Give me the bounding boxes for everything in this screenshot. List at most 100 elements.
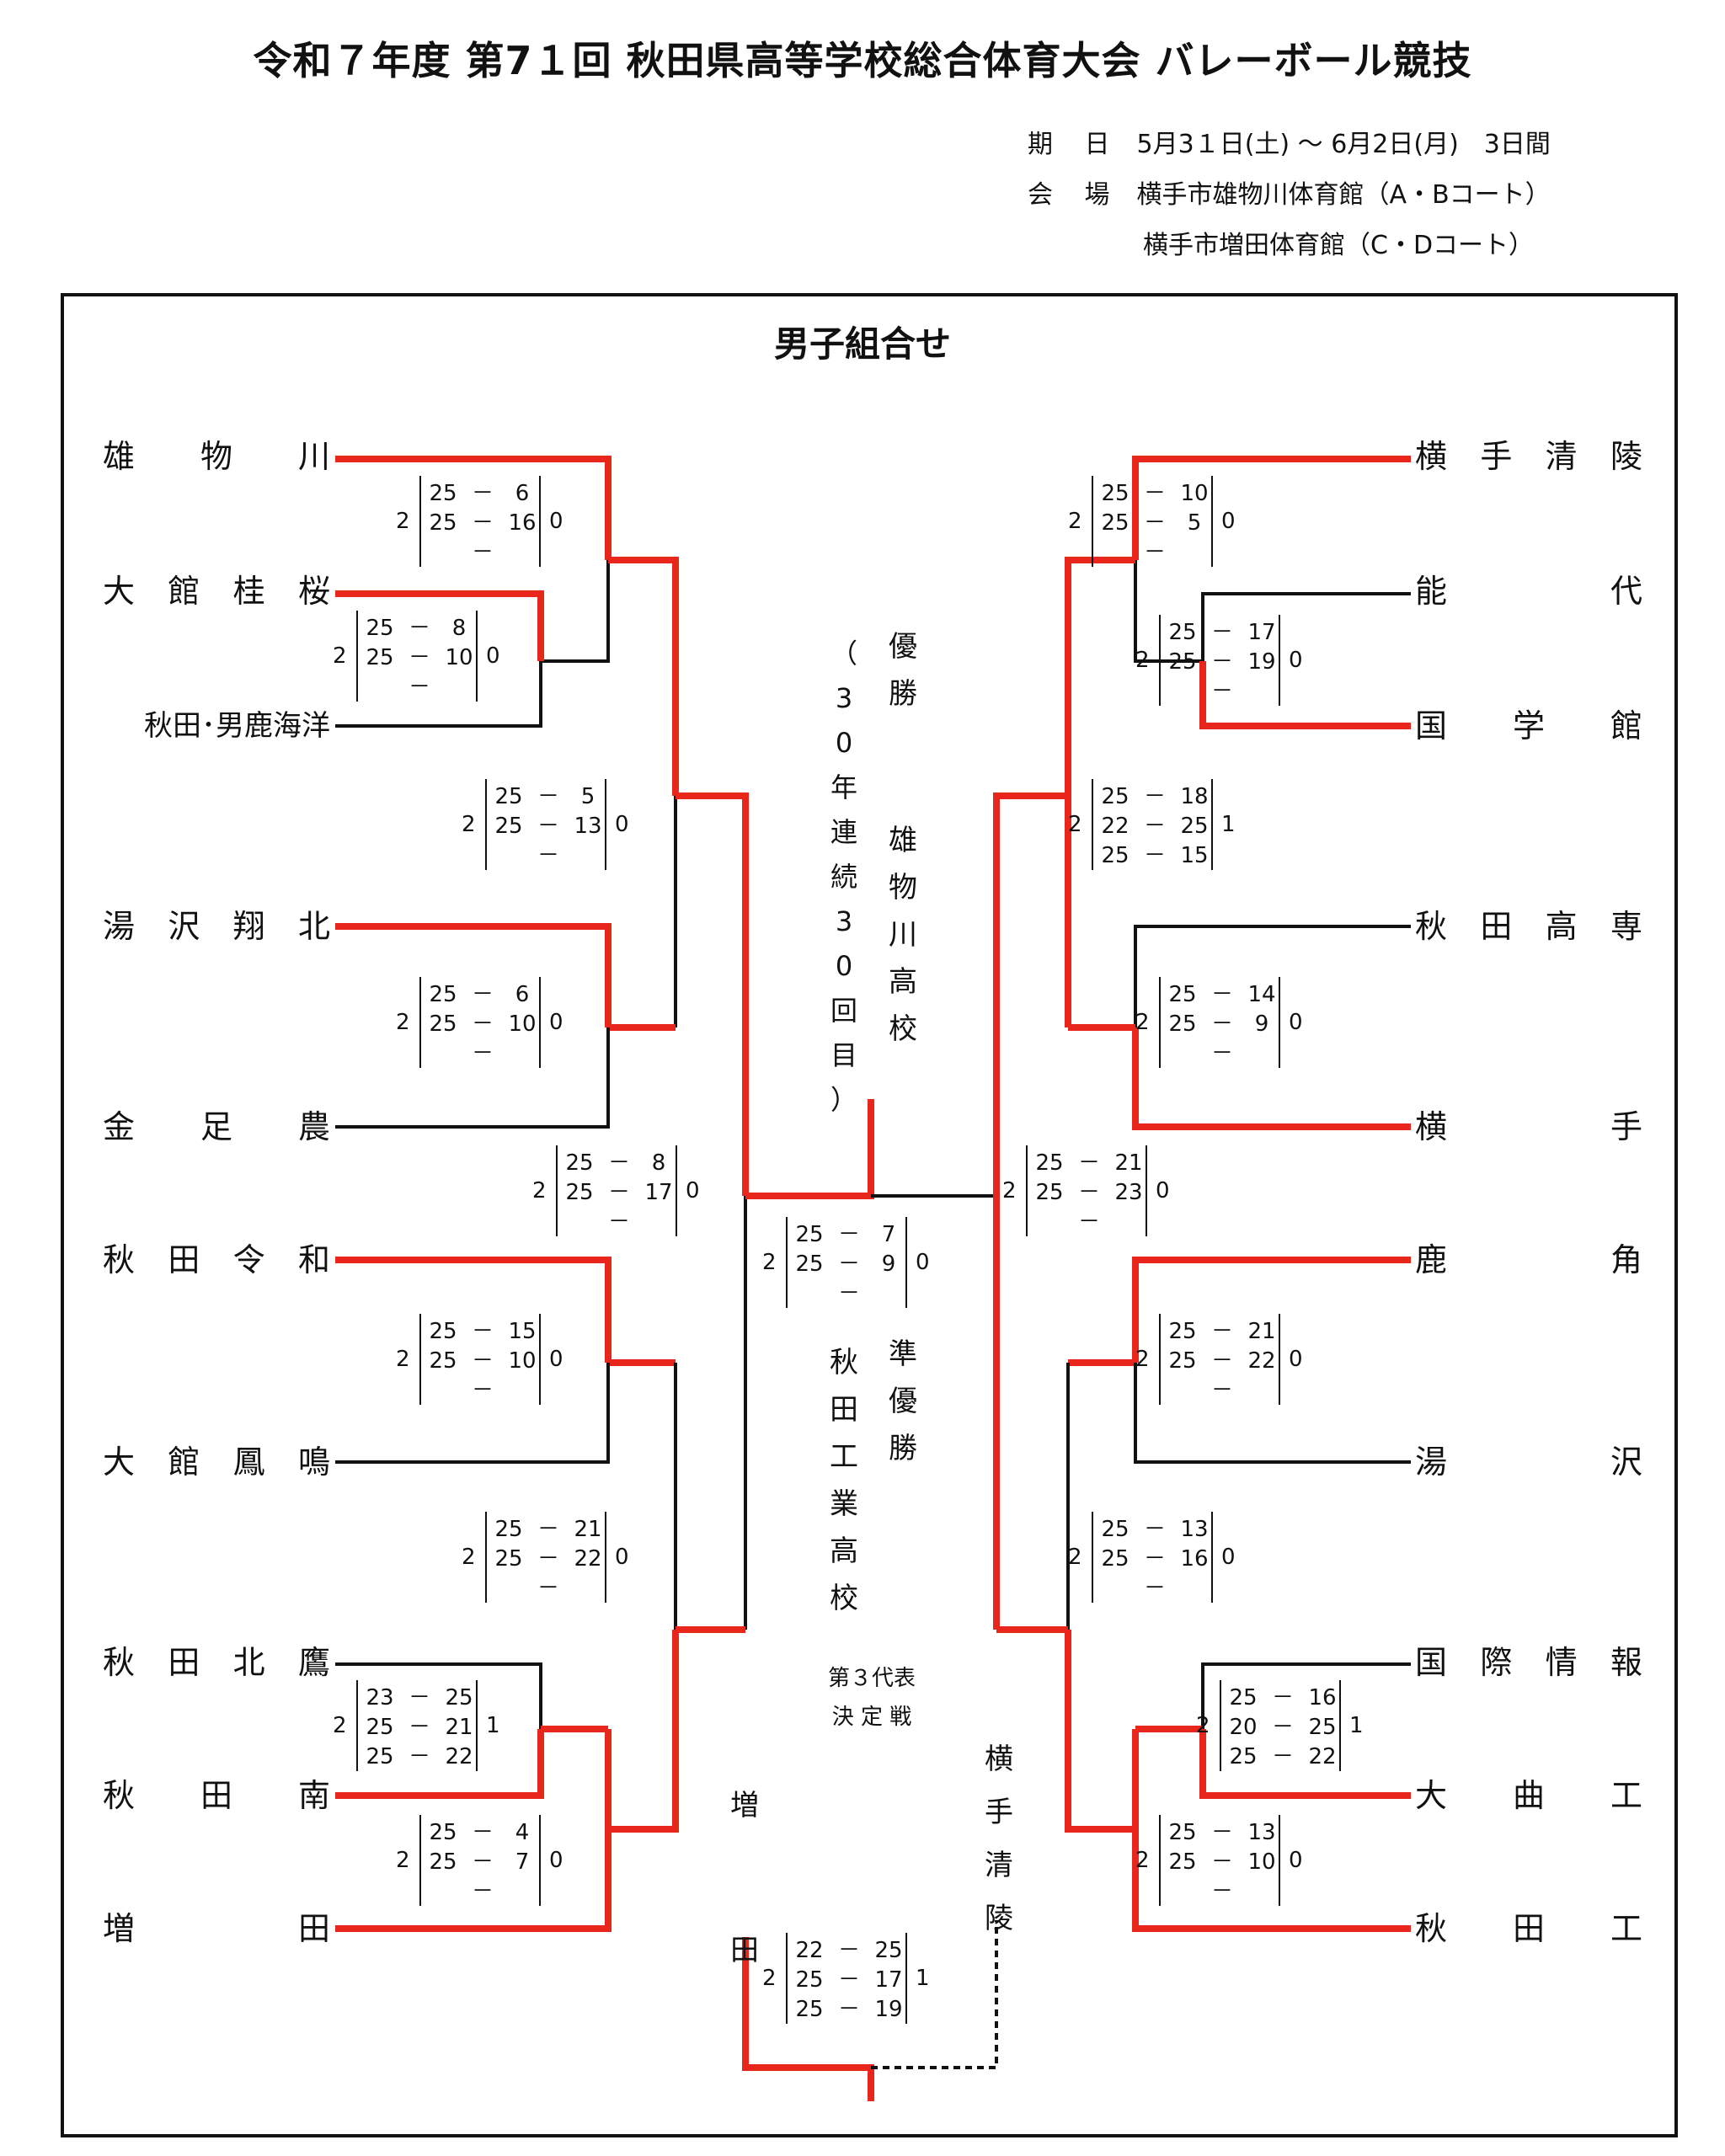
score-divider [1211,476,1213,567]
score-right-sets: 0 [549,1848,563,1873]
score-right-sets: 0 [916,1250,930,1275]
bracket-line-43 [1065,1630,1135,1833]
team-left-8: 秋田北鷹秋田北鷹 [103,1644,330,1681]
score-right-sets: 0 [1289,1347,1303,1372]
team-left-10: 増 田増田 [103,1910,330,1947]
set-score: － [471,1378,494,1403]
team-right-6: 鹿 角鹿角 [1415,1241,1642,1278]
team-right-1: 横手清陵横手清陵 [1415,438,1642,475]
set-score: 25－17 [1168,620,1276,645]
set-score: － [471,1879,494,1904]
set-score: 23－25 [366,1685,473,1710]
venue-row-2: 横手市増田体育館（C・Dコート） [1143,224,1534,261]
set-score: 25－22 [1168,1348,1276,1374]
team-left-5: 金 足 農金足農 [103,1108,330,1145]
team-left-7: 大館鳳鳴大館鳳鳴 [103,1444,330,1481]
third-place-title: 第３代表 決 定 戦 [809,1659,935,1737]
set-score: 25－21 [366,1715,473,1740]
set-score: 20－25 [1229,1715,1337,1740]
date-label: 期 日 [1028,130,1122,159]
set-score: － [1210,1879,1233,1904]
date-value: 5月3１日(土) ～ 6月2日(月) 3日間 [1136,130,1551,159]
set-score: 25－6 [429,481,530,506]
score-left-sets: 2 [1068,509,1082,534]
score-left-sets: 2 [333,643,347,669]
score-divider [1146,1145,1147,1236]
team-right-3: 国 学 館国学館 [1415,707,1642,744]
score-right-sets: 1 [1221,812,1236,837]
score-left-sets: 2 [1196,1713,1210,1738]
score-divider [333,611,358,702]
bracket-line-4 [335,661,542,728]
score-left-sets: 2 [762,1966,777,1991]
score-right-sets: 0 [549,1347,563,1372]
set-score: － [1143,1576,1166,1601]
score-left-sets: 2 [1135,1848,1150,1873]
score-right-sets: 0 [1289,1848,1303,1873]
set-score: 25－15 [429,1319,537,1344]
team-left-2: 大館桂桜大館桂桜 [103,573,330,610]
set-score: 25－19 [1168,649,1276,675]
team-left-1: 雄 物 川雄物川 [103,438,330,475]
set-score: － [1210,679,1233,704]
score-divider [1279,1314,1280,1405]
set-score: 25－21 [494,1517,602,1542]
score-left-sets: 2 [396,1347,410,1372]
score-left-sets: 2 [1135,1010,1150,1035]
set-score: 25－22 [366,1744,473,1769]
score-divider [539,476,541,567]
bracket-line-19 [335,1729,611,1932]
third-left-team: 増田 [730,1789,759,1967]
score-divider [539,1314,541,1405]
score-left-sets: 2 [396,509,410,534]
set-score: 25－16 [1229,1685,1337,1710]
score-right-sets: 0 [615,1545,629,1570]
bracket-line-37 [1134,1363,1411,1464]
set-score: 25－10 [429,1011,537,1037]
score-divider [476,611,478,702]
set-score: 25－13 [1101,1517,1209,1542]
set-score: － [1210,1041,1233,1066]
bracket-line-42 [1132,1729,1411,1932]
bracket-line-33 [993,792,1068,1196]
bracket-line-41 [1199,1729,1411,1799]
set-score: － [537,843,559,868]
score-divider [762,1933,788,2024]
set-score: － [471,1041,494,1066]
team-right-4: 秋田高専秋田高専 [1415,908,1642,945]
score-right-sets: 0 [486,643,500,669]
score-left-sets: 2 [532,1178,547,1203]
score-left-sets: 2 [1068,1545,1082,1570]
third-right-team: 横手清陵 [985,1742,1013,1935]
bracket-line-18 [335,1729,544,1799]
set-score: 25－14 [1168,982,1276,1007]
score-left-sets: 2 [1068,812,1082,837]
champion-label: 優勝 [889,630,917,711]
runner-up-team: 秋田工業高校 [830,1346,858,1615]
score-divider [905,1217,907,1308]
score-divider [462,779,487,870]
score-divider [1068,1512,1093,1603]
set-score: 25－9 [795,1251,896,1277]
venue-1: 横手市雄物川体育館（A・Bコート） [1136,180,1551,210]
bracket-line-12 [335,1257,611,1363]
team-right-5: 横 手横手 [1415,1108,1642,1145]
team-left-4: 湯沢翔北湯沢翔北 [103,908,330,945]
score-left-sets: 2 [1135,648,1150,673]
score-divider [333,1680,358,1771]
team-left-9: 秋 田 南秋田南 [103,1777,330,1814]
set-score: 25－8 [565,1150,666,1176]
set-score: 25－10 [429,1348,537,1374]
bracket-line-30 [1134,925,1411,1027]
score-divider [1279,615,1280,706]
score-left-sets: 2 [462,1545,476,1570]
score-divider [1211,1512,1213,1603]
score-divider [476,1680,478,1771]
bracket-line-16 [335,1662,542,1729]
bracket-line-7 [335,923,611,1027]
